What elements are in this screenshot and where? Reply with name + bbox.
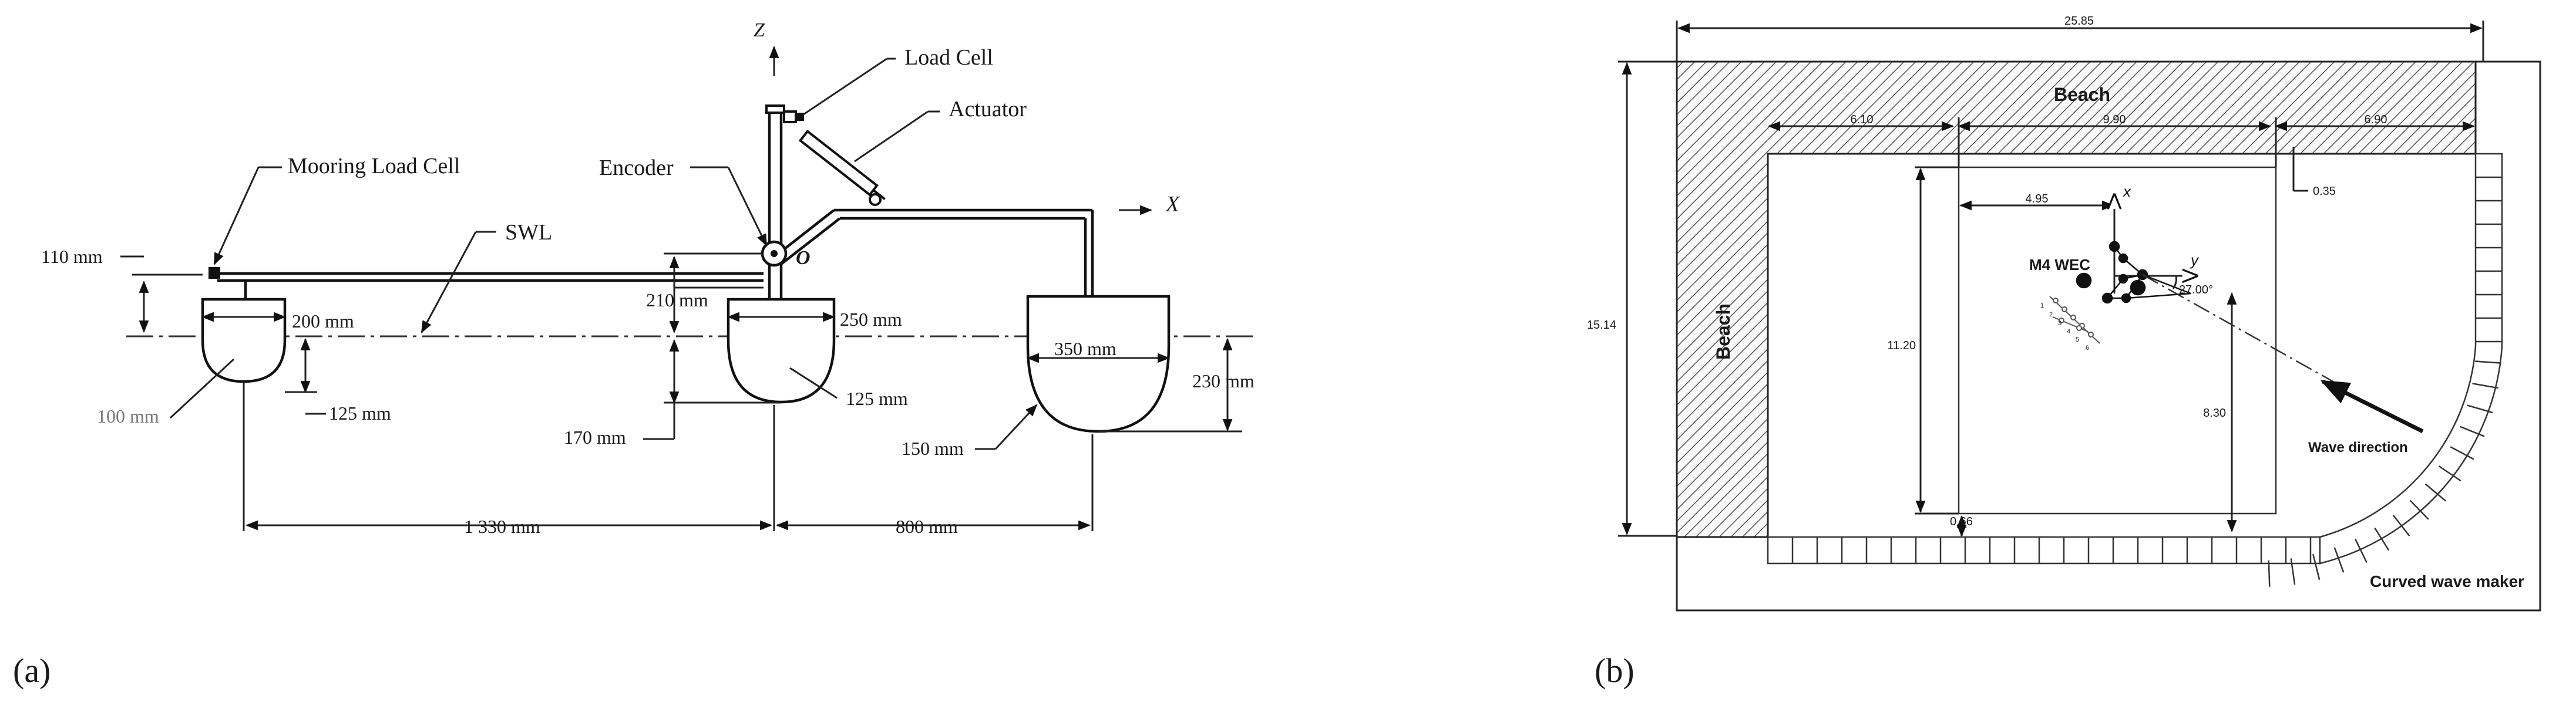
dim-0-35-label: 0.35 xyxy=(2313,185,2336,198)
float-left xyxy=(201,298,287,383)
m4-wec xyxy=(2076,241,2191,304)
b-y-axis-label: y xyxy=(2190,251,2200,269)
load-cell-mount xyxy=(783,110,797,123)
wave-maker-straight xyxy=(1767,536,2321,565)
wave-maker-curved-paddles xyxy=(2268,176,2502,587)
dim-200-label: 200 mm xyxy=(292,310,354,332)
dim-150-label: 150 mm xyxy=(902,438,964,459)
dim-6-90-label: 6.90 xyxy=(2365,113,2387,126)
wave-gauge-label: 2 xyxy=(2049,311,2053,318)
actuator xyxy=(798,129,886,200)
z-axis-label: Z xyxy=(754,19,765,41)
wave-maker-curved xyxy=(2319,153,2503,565)
wave-direction-label: Wave direction xyxy=(2308,440,2408,455)
mooring-load-cell-block xyxy=(208,267,220,279)
panel-b-caption: (b) xyxy=(1595,651,1635,690)
dim-170-label: 170 mm xyxy=(564,427,626,448)
wave-direction-dashed xyxy=(2142,274,2344,389)
encoder-leader-diag xyxy=(727,167,768,247)
load-cell-leader xyxy=(803,58,887,116)
dim-800-label: 800 mm xyxy=(896,516,958,537)
dim-350-label: 350 mm xyxy=(1054,338,1117,359)
column-head xyxy=(765,104,785,114)
dim-1330-label: 1 330 mm xyxy=(464,516,540,537)
dim-150-leader-diag xyxy=(994,404,1038,450)
panel-a-caption: (a) xyxy=(13,651,51,690)
beach-left-label: Beach xyxy=(1713,303,1734,360)
beach-top-hatch xyxy=(1676,60,2477,538)
dim-8-30-label: 8.30 xyxy=(2203,407,2226,420)
float-middle xyxy=(727,298,836,404)
wave-gauge-label: 4 xyxy=(2067,328,2070,335)
actuator-label: Actuator xyxy=(949,97,1027,121)
swl-leader-diag xyxy=(421,231,477,333)
dim-125-mid-label: 125 mm xyxy=(846,388,908,409)
load-cell-label: Load Cell xyxy=(904,45,993,70)
origin-label: O xyxy=(796,247,811,269)
dim-250-label: 250 mm xyxy=(840,309,902,330)
encoder-label: Encoder xyxy=(599,156,674,180)
dim-0-66-label: 0.66 xyxy=(1950,515,1973,528)
dim-25-85-label: 25.85 xyxy=(2064,15,2094,28)
actuator-leader xyxy=(854,110,929,163)
actuator-pivot xyxy=(869,193,882,206)
curved-wave-maker-label: Curved wave maker xyxy=(2370,572,2524,590)
panel-b-basin-plan: Beach Beach Curved wave maker 25.85 15.1… xyxy=(1587,15,2541,690)
mooring-load-cell-label: Mooring Load Cell xyxy=(288,154,460,178)
swl-label: SWL xyxy=(505,220,552,245)
dim-9-90-label: 9.90 xyxy=(2103,113,2126,126)
panel-a-test-rig-elevation: Z X O Load Cell Actuator Mooring Load Ce… xyxy=(13,19,1255,690)
dim-125-mid-leader xyxy=(789,367,838,399)
angle-arc xyxy=(2172,275,2177,289)
wave-gauge-label: 1 xyxy=(2040,302,2044,309)
arm-diagonal-lower xyxy=(780,217,841,265)
dim-11-20-label: 11.20 xyxy=(1887,339,1916,352)
dim-110-label: 110 mm xyxy=(41,246,103,267)
b-x-axis-label: x xyxy=(2122,183,2131,200)
dim-125-left-label: 125 mm xyxy=(329,403,391,424)
dim-4-95-label: 4.95 xyxy=(2026,193,2049,205)
wave-gauge-label: 6 xyxy=(2086,345,2089,352)
dim-210-label: 210 mm xyxy=(646,289,708,310)
beach-top-label: Beach xyxy=(2054,84,2110,105)
x-axis-label: X xyxy=(1165,192,1181,217)
dim-100-label: 100 mm xyxy=(97,406,159,427)
encoder-hub xyxy=(771,250,778,257)
wave-gauge-label: 5 xyxy=(2076,336,2079,343)
wave-gauge-label: 3 xyxy=(2058,320,2062,327)
wave-direction-arrow xyxy=(2320,379,2424,434)
dim-15-14-label: 15.14 xyxy=(1587,319,1616,332)
mooring-leader xyxy=(213,167,260,265)
test-area xyxy=(1958,166,2277,515)
angle-label: 27.00° xyxy=(2179,283,2213,296)
dim-100-leader xyxy=(169,358,235,419)
m4-wec-label: M4 WEC xyxy=(2029,256,2090,274)
float-right xyxy=(1026,295,1171,433)
dim-230-label: 230 mm xyxy=(1192,370,1255,391)
wave-gauge-array xyxy=(2049,296,2100,344)
load-cell-block xyxy=(796,113,804,121)
dim-6-10-label: 6.10 xyxy=(1851,113,1874,126)
